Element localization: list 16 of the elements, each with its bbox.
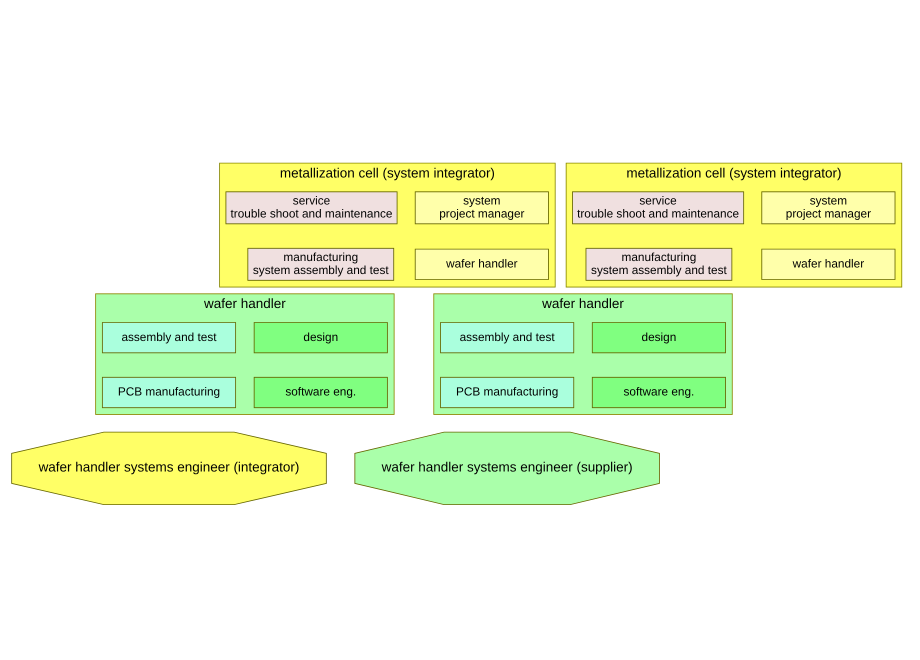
- node-box: software eng.: [592, 376, 726, 408]
- node-box: service trouble shoot and maintenance: [572, 190, 744, 224]
- node-box: manufacturing system assembly and test: [586, 247, 732, 280]
- node-box: design: [592, 322, 726, 353]
- node-box: assembly and test: [440, 322, 574, 353]
- node-box: wafer handler: [761, 248, 896, 280]
- node-box: software eng.: [254, 376, 388, 408]
- node-box: system project manager: [761, 190, 896, 224]
- node-box: service trouble shoot and maintenance: [226, 190, 398, 224]
- node-box: design: [254, 322, 388, 353]
- node-box: manufacturing system assembly and test: [247, 247, 394, 280]
- node-box: wafer handler: [414, 248, 549, 280]
- node-box: system project manager: [414, 190, 549, 224]
- node-box: PCB manufacturing: [102, 376, 236, 408]
- node-box: assembly and test: [102, 322, 236, 353]
- node-box: PCB manufacturing: [440, 376, 574, 408]
